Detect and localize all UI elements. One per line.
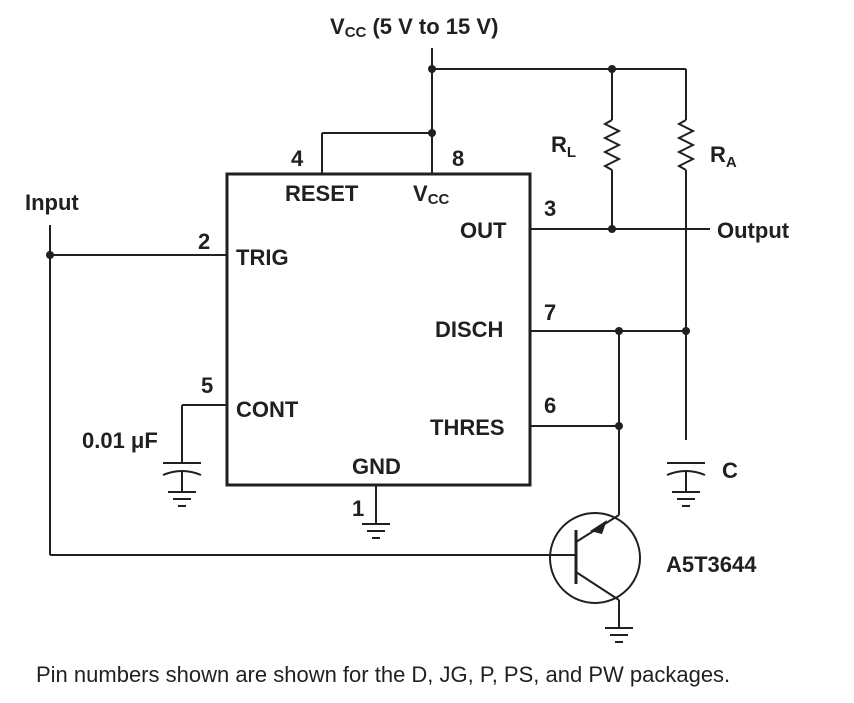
pin-cont-label: CONT	[236, 397, 299, 422]
output-wire	[530, 225, 710, 233]
c-label: C	[722, 458, 738, 483]
pin-3-number: 3	[544, 196, 556, 221]
figure-caption: Pin numbers shown are shown for the D, J…	[36, 662, 730, 687]
pin-disch-label: DISCH	[435, 317, 503, 342]
supply-rail	[321, 48, 686, 174]
pin-vcc-label: VCC	[413, 181, 450, 208]
timer-ic-body	[225, 172, 532, 487]
disch-thres-wiring	[530, 327, 690, 515]
ic-ground	[362, 485, 390, 539]
pin-7-number: 7	[544, 300, 556, 325]
resistor-rl	[602, 69, 622, 229]
input-wire	[46, 225, 552, 556]
pin-gnd-label: GND	[352, 454, 401, 479]
input-label: Input	[25, 190, 79, 215]
pin-out-label: OUT	[460, 218, 507, 243]
pin-thres-label: THRES	[430, 415, 505, 440]
pin-trig-label: TRIG	[236, 245, 289, 270]
rl-label: RL	[551, 132, 576, 161]
pin-2-number: 2	[198, 229, 210, 254]
pin-1-number: 1	[352, 496, 364, 521]
pin-reset-label: RESET	[285, 181, 359, 206]
ra-label: RA	[710, 142, 737, 171]
cont-cap-label: 0.01 μF	[82, 428, 158, 453]
output-label: Output	[717, 218, 790, 243]
pin-4-number: 4	[291, 146, 304, 171]
transistor-label: A5T3644	[666, 552, 757, 577]
pin-6-number: 6	[544, 393, 556, 418]
capacitor-c	[666, 462, 706, 507]
resistor-ra	[676, 69, 696, 440]
pin-8-number: 8	[452, 146, 464, 171]
pin-5-number: 5	[201, 373, 213, 398]
transistor-a5t3644	[549, 512, 641, 643]
supply-label: VCC (5 V to 15 V)	[330, 14, 498, 41]
capacitor-cont	[162, 404, 227, 507]
